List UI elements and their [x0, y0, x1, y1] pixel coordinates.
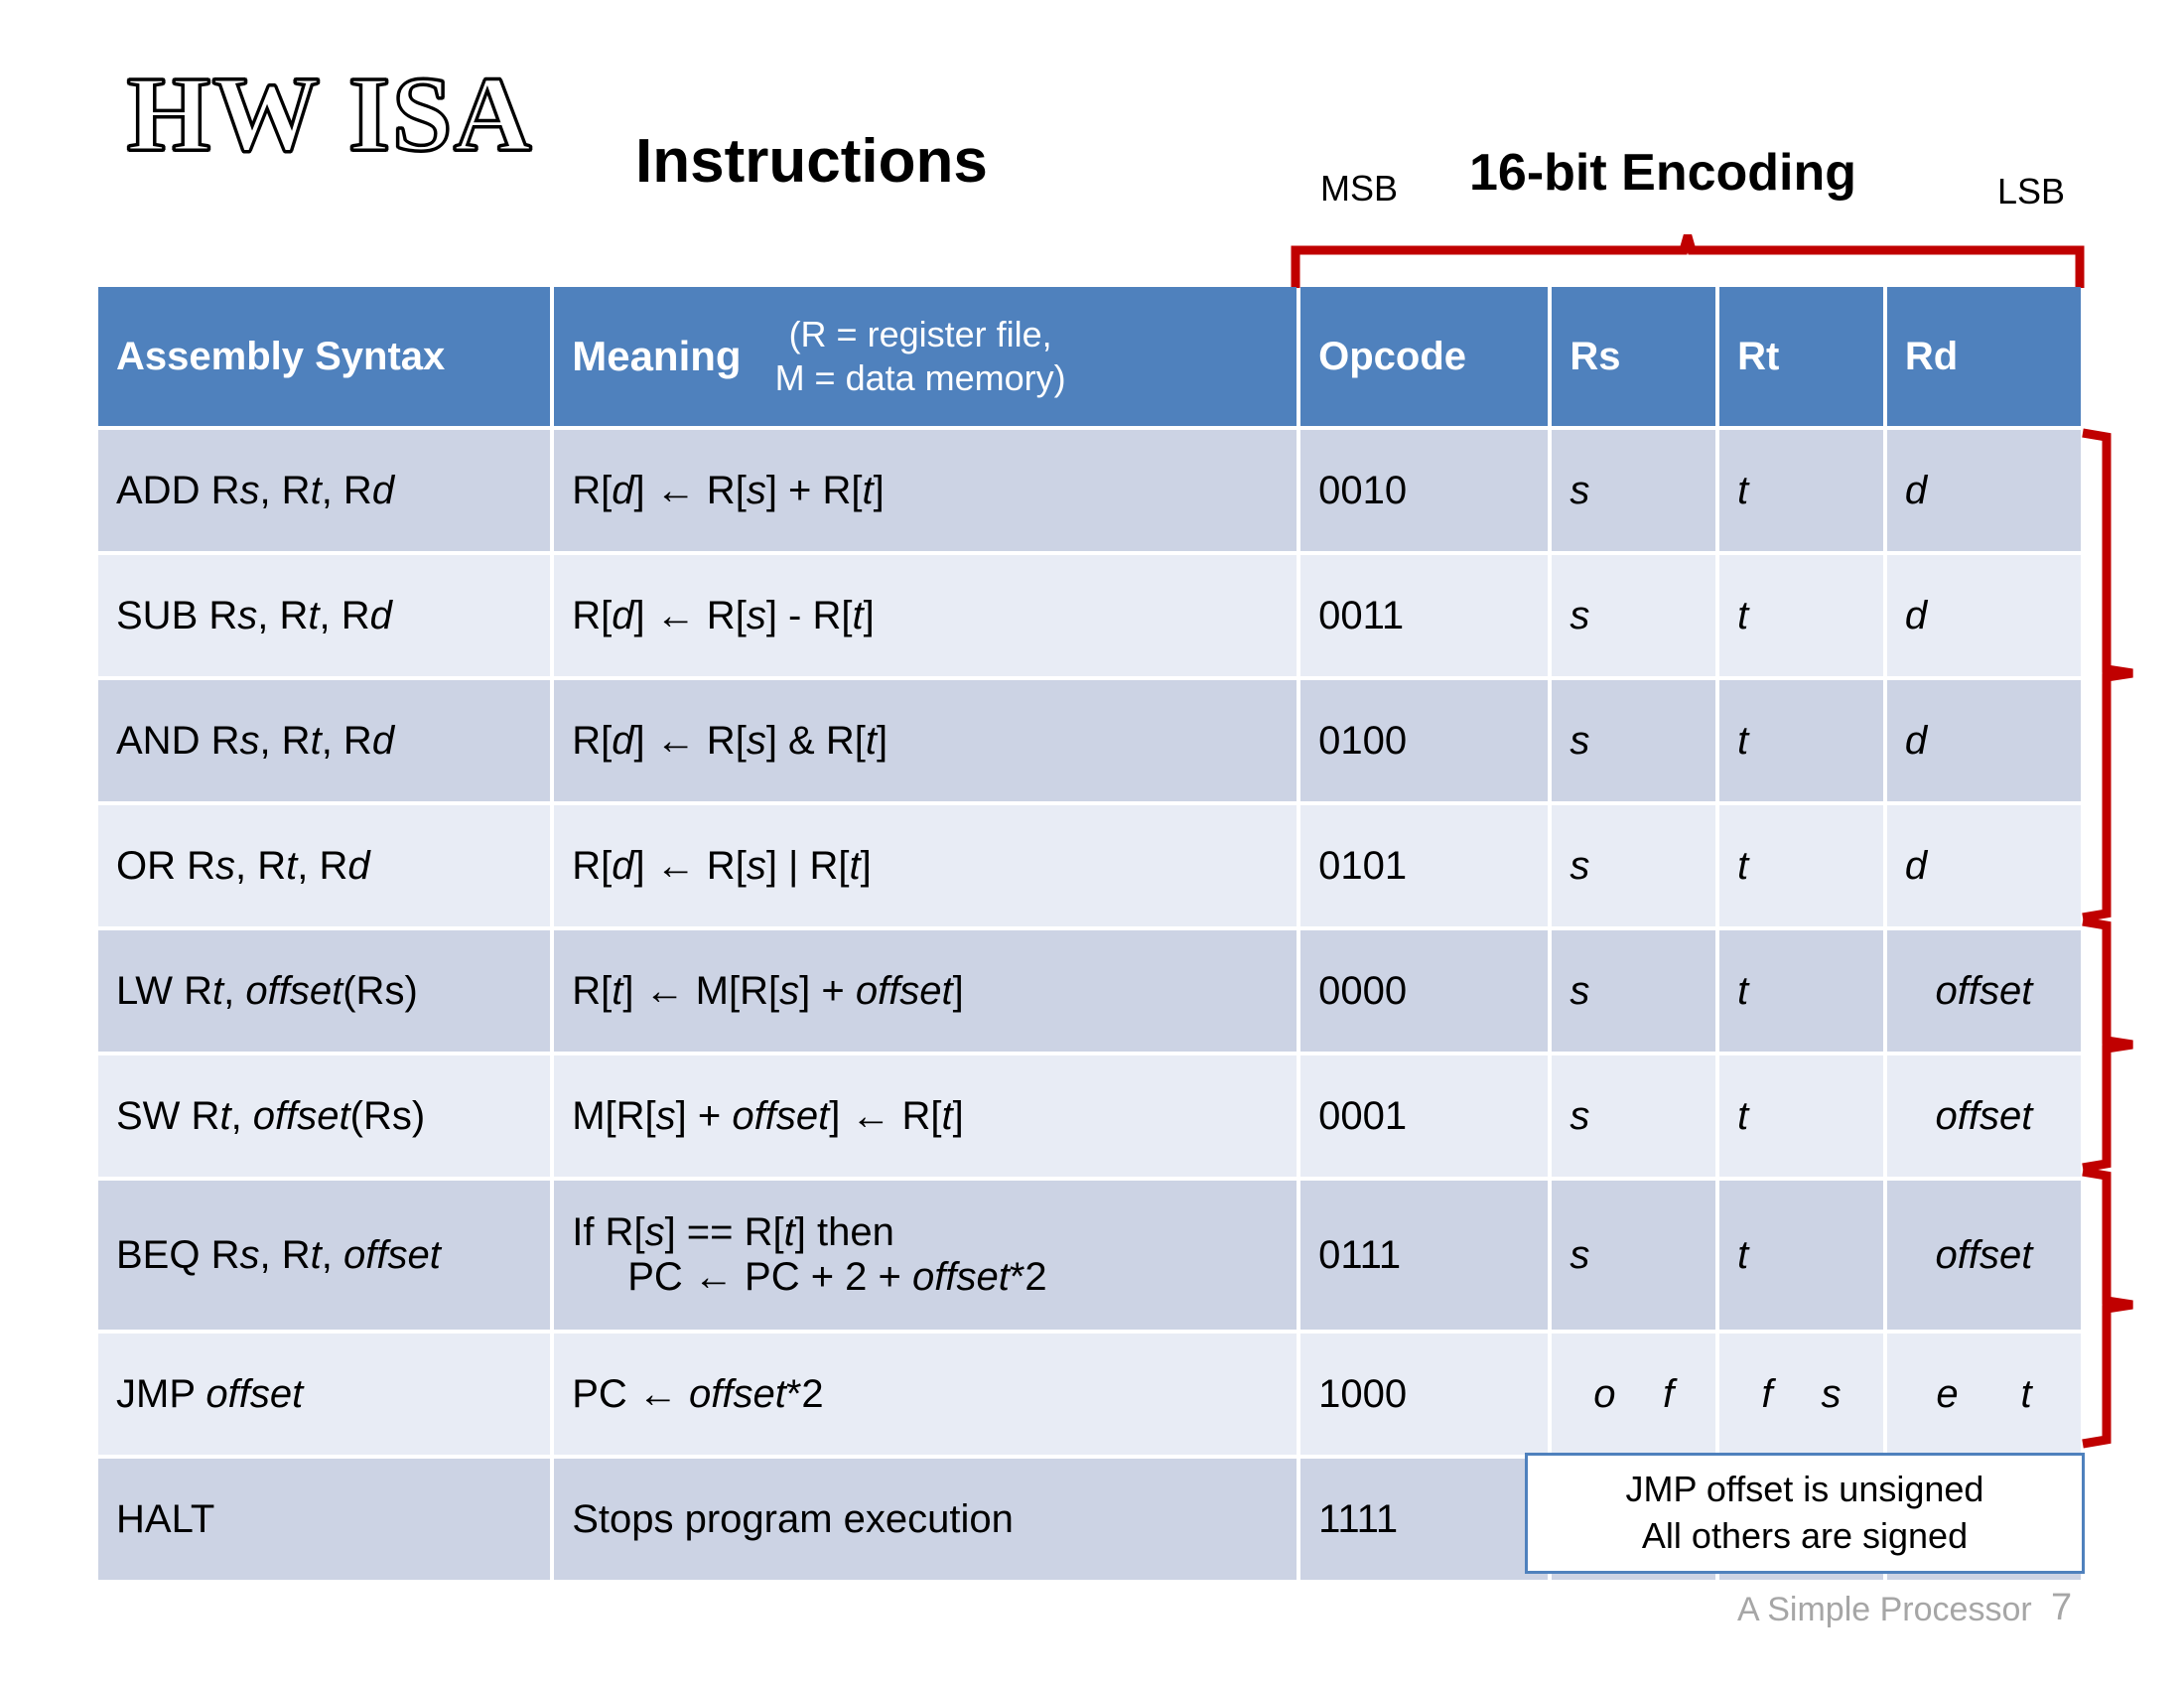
cell-opcode: 0001 [1300, 1055, 1549, 1177]
col-header-rt: Rt [1719, 287, 1883, 426]
cell-rs: s [1552, 1181, 1716, 1330]
footer-page-number: 7 [2051, 1587, 2073, 1628]
cell-assembly-syntax: ADD Rs, Rt, Rd [98, 430, 551, 551]
table-row: LW Rt, offset(Rs)R[t] ← M[R[s] + offset]… [98, 930, 2081, 1052]
cell-rt: t [1719, 430, 1883, 551]
cell-opcode: 0111 [1300, 1181, 1549, 1330]
encoding-char: t [2020, 1371, 2032, 1416]
col-header-rd: Rd [1886, 287, 2081, 426]
cell-opcode: 0101 [1300, 805, 1549, 926]
cell-meaning: R[d] ← R[s] - R[t] [554, 555, 1297, 676]
table-row: SW Rt, offset(Rs)M[R[s] + offset] ← R[t]… [98, 1055, 2081, 1177]
cell-rd: d [1886, 805, 2081, 926]
cell-rd: d [1886, 555, 2081, 676]
cell-rd: offset [1886, 1055, 2081, 1177]
meaning-note-line-1: (R = register file, [788, 314, 1052, 355]
instruction-group-braces [2082, 428, 2133, 1449]
cell-rd: offset [1886, 930, 2081, 1052]
cell-rt: t [1719, 805, 1883, 926]
isa-instruction-table: Assembly Syntax Meaning (R = register fi… [94, 283, 2085, 1584]
meaning-line-1: If R[s] == R[t] then [572, 1210, 894, 1255]
col-header-meaning-label: Meaning [572, 333, 742, 380]
meaning-note-line-2: M = data memory) [774, 357, 1066, 398]
encoding-char: f [1663, 1371, 1675, 1416]
cell-opcode: 0100 [1300, 680, 1549, 801]
cell-meaning: PC ← offset*2 [554, 1334, 1297, 1455]
footer-deck-title: A Simple Processor [1737, 1591, 2032, 1628]
meaning-line-2: PC ← PC + 2 + offset*2 [627, 1255, 1047, 1299]
cell-rs: s [1552, 930, 1716, 1052]
cell-rs: s [1552, 430, 1716, 551]
col-header-meaning: Meaning (R = register file, M = data mem… [554, 287, 1297, 426]
cell-rs: s [1552, 680, 1716, 801]
cell-rt: t [1719, 680, 1883, 801]
encoding-title: 16-bit Encoding [1469, 144, 1856, 202]
col-header-meaning-note: (R = register file, M = data memory) [775, 313, 1066, 400]
msb-label: MSB [1320, 168, 1399, 209]
cell-assembly-syntax: AND Rs, Rt, Rd [98, 680, 551, 801]
cell-meaning: R[d] ← R[s] | R[t] [554, 805, 1297, 926]
cell-rd: d [1886, 430, 2081, 551]
lsb-label: LSB [1997, 171, 2066, 211]
cell-assembly-syntax: SUB Rs, Rt, Rd [98, 555, 551, 676]
cell-assembly-syntax: OR Rs, Rt, Rd [98, 805, 551, 926]
col-header-assembly-syntax: Assembly Syntax [98, 287, 551, 426]
cell-rs: s [1552, 1055, 1716, 1177]
cell-rt: t [1719, 930, 1883, 1052]
cell-opcode: 0011 [1300, 555, 1549, 676]
cell-assembly-syntax: LW Rt, offset(Rs) [98, 930, 551, 1052]
encoding-char: f [1761, 1371, 1773, 1416]
cell-rt: t [1719, 1181, 1883, 1330]
cell-meaning: R[d] ← R[s] & R[t] [554, 680, 1297, 801]
cell-rt: t [1719, 1055, 1883, 1177]
cell-opcode: 1000 [1300, 1334, 1549, 1455]
slide-logo-title: HW ISA [125, 56, 534, 174]
encoding-char: o [1593, 1371, 1616, 1416]
cell-assembly-syntax: JMP offset [98, 1334, 551, 1455]
encoding-char: e [1936, 1371, 1959, 1416]
cell-meaning: Stops program execution [554, 1459, 1297, 1580]
cell-meaning: R[t] ← M[R[s] + offset] [554, 930, 1297, 1052]
cell-rt: t [1719, 555, 1883, 676]
page-title: Instructions [635, 127, 988, 196]
cell-assembly-syntax: HALT [98, 1459, 551, 1580]
encoding-char: s [1821, 1371, 1842, 1416]
cell-opcode: 0010 [1300, 430, 1549, 551]
encoding-span-brace [1291, 234, 2085, 288]
col-header-opcode: Opcode [1300, 287, 1549, 426]
cell-rs: s [1552, 805, 1716, 926]
cell-meaning: R[d] ← R[s] + R[t] [554, 430, 1297, 551]
cell-assembly-syntax: SW Rt, offset(Rs) [98, 1055, 551, 1177]
cell-opcode: 1111 [1300, 1459, 1549, 1580]
cell-opcode: 0000 [1300, 930, 1549, 1052]
table-header-row: Assembly Syntax Meaning (R = register fi… [98, 287, 2081, 426]
cell-meaning: M[R[s] + offset] ← R[t] [554, 1055, 1297, 1177]
note-line-2: All others are signed [1641, 1515, 1969, 1556]
cell-rd: offset [1886, 1181, 2081, 1330]
cell-assembly-syntax: BEQ Rs, Rt, offset [98, 1181, 551, 1330]
col-header-rs: Rs [1552, 287, 1716, 426]
signedness-note-box: JMP offset is unsigned All others are si… [1525, 1453, 2085, 1574]
cell-rs: s [1552, 555, 1716, 676]
cell-rd: d [1886, 680, 2081, 801]
note-line-1: JMP offset is unsigned [1625, 1469, 1984, 1510]
